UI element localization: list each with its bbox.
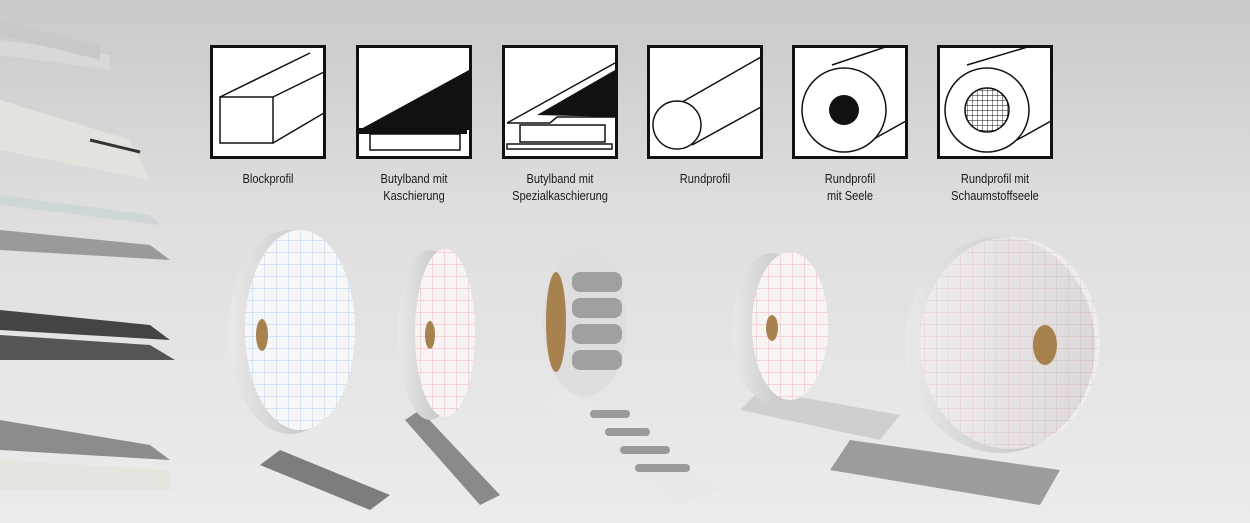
roll-rundprofil-seele (830, 237, 1100, 505)
roll-butylband-kaschierung (398, 249, 500, 505)
label-line: Blockprofil (242, 171, 294, 186)
butylband-spezialkaschierung-icon (502, 45, 618, 159)
butylband-kaschierung-icon (356, 45, 472, 159)
label-line: mit Seele (826, 188, 874, 203)
label-rundprofil: Rundprofil (637, 170, 773, 187)
label-line: Rundprofil (824, 171, 876, 186)
blockprofil-icon (210, 45, 326, 159)
label-rundprofil-seele: Rundprofil mit Seele (782, 170, 918, 204)
label-line: Butylband mit (380, 171, 448, 186)
label-line: Kaschierung (383, 188, 445, 203)
left-strip-samples (0, 20, 175, 490)
rundprofil-schaumstoffseele-icon (937, 45, 1053, 159)
roll-blockprofil (228, 230, 390, 510)
roll-butylband-spezialkaschierung (543, 247, 720, 505)
rundprofil-icon (647, 45, 763, 159)
label-line: Butylband mit (526, 171, 594, 186)
rundprofil-seele-icon (792, 45, 908, 159)
label-blockprofil: Blockprofil (200, 170, 336, 187)
label-line: Rundprofil (679, 171, 731, 186)
label-line: Rundprofil mit (960, 171, 1030, 186)
label-line: Spezialkaschierung (512, 188, 608, 203)
label-line: Schaumstoffseele (951, 188, 1039, 203)
roll-rundprofil (732, 252, 900, 440)
